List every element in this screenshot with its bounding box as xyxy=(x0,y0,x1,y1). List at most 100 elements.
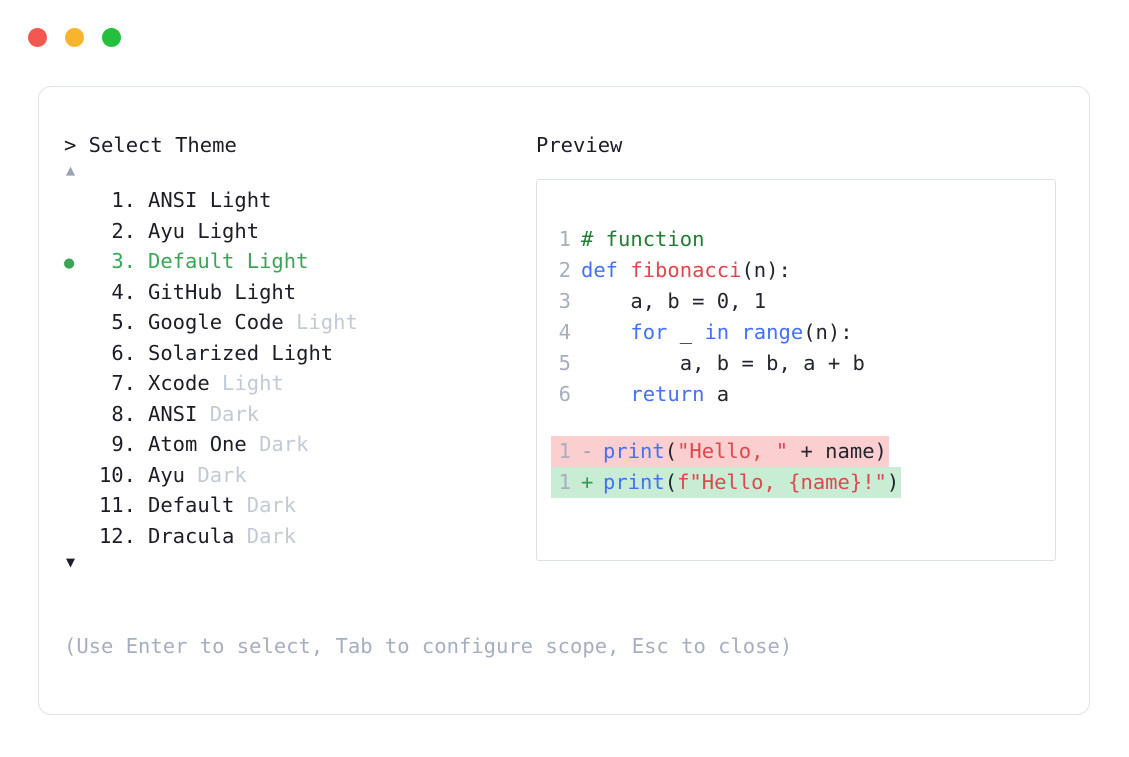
theme-list-item[interactable]: 11.Default Dark xyxy=(64,490,524,521)
line-number: 1 xyxy=(558,439,571,463)
code-line: 6 return a xyxy=(537,379,1055,410)
theme-name: Google Code xyxy=(148,310,284,334)
code-token: (n): xyxy=(741,258,791,282)
keyboard-hint-text: (Use Enter to select, Tab to configure s… xyxy=(64,634,793,658)
theme-list-item[interactable]: 12.Dracula Dark xyxy=(64,521,524,552)
theme-index: 10. xyxy=(98,462,136,487)
line-number: 1 xyxy=(558,470,571,494)
theme-index: 3. xyxy=(111,249,136,273)
code-token: a, b = 0, 1 xyxy=(581,289,767,313)
bullet-placeholder xyxy=(64,431,90,462)
code-token: f"Hello, {name}!" xyxy=(677,470,887,494)
diff-highlight: 1+print(f"Hello, {name}!") xyxy=(551,467,902,498)
theme-name: ANSI xyxy=(148,401,198,426)
code-token: # function xyxy=(581,227,705,251)
code-token xyxy=(729,317,741,348)
code-token: ) xyxy=(886,470,900,494)
code-token: return xyxy=(630,382,705,406)
bullet-placeholder xyxy=(64,309,90,340)
selected-bullet-icon: ● xyxy=(64,253,75,273)
theme-variant: Dark xyxy=(185,462,247,487)
theme-name: Dracula xyxy=(148,523,235,548)
theme-index: 2. xyxy=(111,218,136,243)
theme-variant: Dark xyxy=(234,493,297,517)
code-token: _ xyxy=(667,320,705,344)
code-token xyxy=(581,379,630,410)
scroll-down-arrow-icon[interactable]: ▼ xyxy=(66,553,76,571)
theme-list-item[interactable]: 5. Google Code Light xyxy=(64,307,524,338)
diff-sign: - xyxy=(581,439,594,463)
theme-name: Ayu xyxy=(148,218,186,243)
diff-line-plus: 1+print(f"Hello, {name}!") xyxy=(537,467,1055,498)
code-token xyxy=(581,317,630,348)
code-token: print xyxy=(603,439,665,463)
theme-list-item[interactable]: 10. Ayu Dark xyxy=(64,460,524,491)
theme-name: Atom One xyxy=(148,432,247,456)
theme-list-item[interactable]: 8.ANSI Dark xyxy=(64,399,524,430)
theme-list-item[interactable]: 6. Solarized Light xyxy=(64,338,524,369)
code-line: 1 # function xyxy=(537,224,1055,255)
bullet-placeholder xyxy=(64,279,90,310)
code-spacer xyxy=(537,410,1055,436)
bullet-placeholder xyxy=(64,218,90,249)
scroll-up-arrow-icon[interactable]: ▲ xyxy=(66,161,76,179)
theme-variant: Light xyxy=(209,371,284,395)
line-number: 2 xyxy=(558,258,571,282)
bullet-placeholder xyxy=(64,492,90,523)
code-token: a, b = b, a + b xyxy=(581,351,865,375)
line-number: 5 xyxy=(558,351,571,375)
theme-list-item[interactable]: 2.Ayu Light xyxy=(64,216,524,247)
line-number: 6 xyxy=(558,382,571,406)
code-token: (n): xyxy=(803,320,853,344)
code-token: fibonacci xyxy=(630,258,742,282)
line-number: 1 xyxy=(558,227,571,251)
theme-index: 7. xyxy=(111,371,136,395)
theme-variant: Light xyxy=(283,310,358,334)
theme-name: Ayu xyxy=(148,462,186,487)
code-token: range xyxy=(741,320,804,344)
code-token: "Hello, " xyxy=(677,439,789,463)
code-token: for xyxy=(630,320,668,344)
theme-index: 6. xyxy=(111,340,136,365)
window-minimize-button[interactable] xyxy=(65,28,84,47)
theme-list[interactable]: 1. ANSI Light 2. Ayu Light ● 3. Default Light… xyxy=(64,185,524,551)
theme-index: 5. xyxy=(111,310,136,334)
bullet-placeholder xyxy=(64,187,90,218)
theme-name: GitHub xyxy=(148,279,223,304)
theme-list-item[interactable]: 4. GitHub Light xyxy=(64,277,524,308)
code-token: def xyxy=(581,258,631,282)
theme-name: Solarized xyxy=(148,340,260,365)
theme-index: 4. xyxy=(111,279,136,304)
window-close-button[interactable] xyxy=(28,28,47,47)
code-token: ( xyxy=(664,470,678,494)
theme-variant: Dark xyxy=(234,523,297,548)
preview-title: Preview xyxy=(536,133,623,157)
bullet-placeholder xyxy=(64,401,90,432)
theme-variant: Light xyxy=(197,188,272,212)
diff-highlight: 1-print("Hello, " + name) xyxy=(551,436,889,467)
theme-list-item[interactable]: ● 3. Default Light xyxy=(64,246,524,277)
code-line: 5 a, b = b, a + b xyxy=(537,348,1055,379)
theme-variant: Light xyxy=(222,279,297,304)
code-token: in xyxy=(704,320,730,344)
bullet-placeholder xyxy=(64,462,90,493)
theme-index: 11. xyxy=(98,493,136,517)
diff-line-minus: 1-print("Hello, " + name) xyxy=(537,436,1055,467)
theme-list-item[interactable]: 7. Xcode Light xyxy=(64,368,524,399)
theme-name: Default xyxy=(148,249,235,273)
theme-name: ANSI xyxy=(148,188,198,212)
diff-sign: + xyxy=(581,470,594,494)
bullet-placeholder xyxy=(64,340,90,371)
window-maximize-button[interactable] xyxy=(102,28,121,47)
line-number: 3 xyxy=(558,289,571,313)
theme-variant: Light xyxy=(259,340,334,365)
theme-list-item[interactable]: 9.Atom One Dark xyxy=(64,429,524,460)
theme-variant: Light xyxy=(234,249,309,273)
theme-index: 8. xyxy=(111,401,136,426)
theme-list-item[interactable]: 1. ANSI Light xyxy=(64,185,524,216)
bullet-placeholder xyxy=(64,370,90,401)
code-line: 3 a, b = 0, 1 xyxy=(537,286,1055,317)
theme-name: Xcode xyxy=(148,371,210,395)
theme-index: 1. xyxy=(111,188,136,212)
